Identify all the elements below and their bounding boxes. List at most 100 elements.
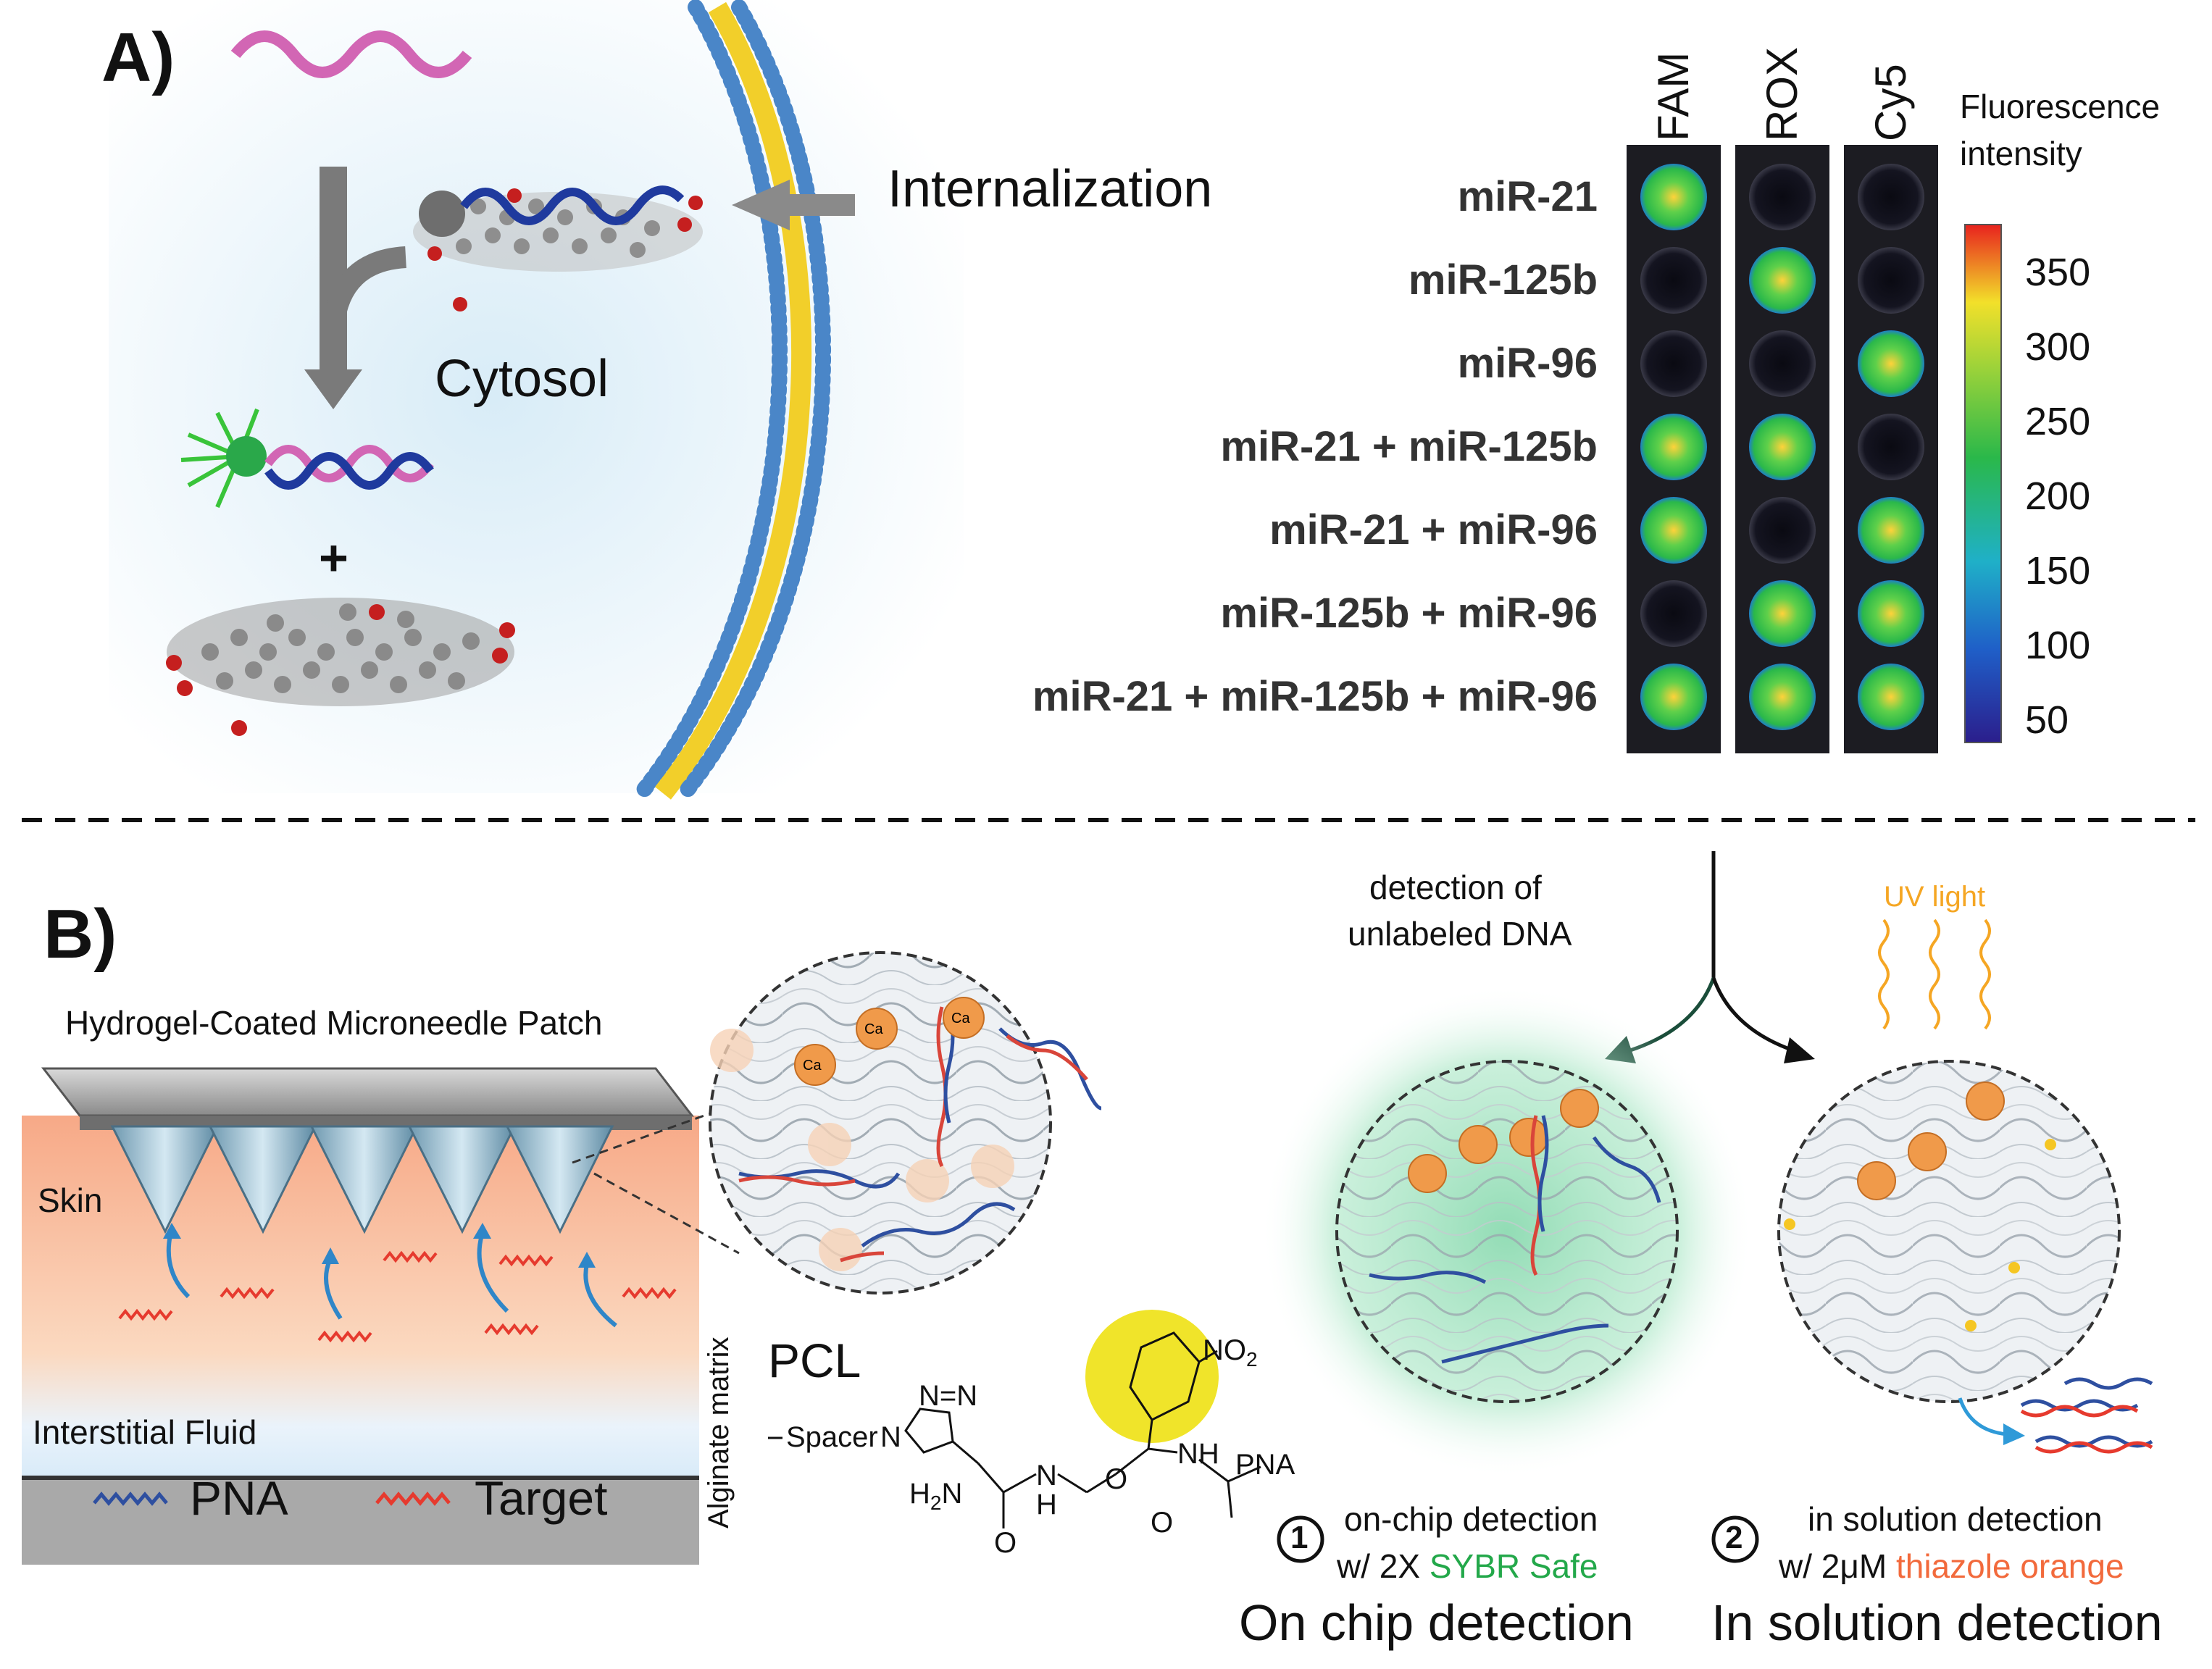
plate-well — [1858, 497, 1924, 564]
sample-row-label: miR-125b — [1408, 256, 1598, 304]
plate-well — [1858, 414, 1924, 480]
chem-spacer-label: Spacer — [786, 1421, 878, 1453]
uptake-arrowhead — [473, 1223, 491, 1239]
calcium-ion-label: Ca — [803, 1058, 822, 1074]
chem-h2n-h: H — [909, 1478, 930, 1510]
sample-row-label: miR-125b + miR-96 — [1220, 590, 1598, 637]
microneedles — [110, 1125, 614, 1234]
plate-well — [1858, 330, 1924, 397]
footer-in-solution: In solution detection — [1711, 1594, 2163, 1651]
cell-membrane-outer — [633, 0, 788, 801]
legend-target-label: Target — [475, 1471, 608, 1525]
dye-label-cy5: Cy5 — [1866, 64, 1915, 141]
chem-h2n-subscript: 2 — [930, 1492, 942, 1514]
chem-n1-label: N — [880, 1421, 901, 1453]
chem-no2-text: NO — [1203, 1334, 1246, 1366]
pcl-chemical-structure — [768, 1310, 1261, 1528]
calcium-ion-label: Ca — [864, 1021, 883, 1037]
chem-nh-label: NH — [1177, 1438, 1219, 1470]
step-2-line1: in solution detection — [1808, 1500, 2103, 1538]
chem-h2n-n: N — [941, 1478, 963, 1510]
cytosol-label: Cytosol — [435, 350, 609, 408]
branch-right-arrowhead — [1784, 1037, 1815, 1063]
uptake-arrows — [166, 1234, 617, 1328]
step-1-dye: SYBR Safe — [1429, 1547, 1598, 1585]
fluorescent-duplex-icon — [180, 408, 434, 509]
internalization-label: Internalization — [888, 160, 1213, 218]
legend-bar — [22, 1478, 699, 1565]
calcium-ion-label: Ca — [951, 1011, 970, 1026]
panel-b-letter: B) — [43, 895, 117, 973]
plate-well — [1640, 164, 1707, 230]
chem-o1-label: O — [994, 1527, 1017, 1559]
plate-well — [1858, 580, 1924, 647]
isf-label: Interstitial Fluid — [33, 1413, 257, 1451]
pathway-arrowhead — [304, 369, 362, 409]
plate-well — [1749, 664, 1816, 730]
chem-triazole-label: N=N — [919, 1380, 978, 1412]
sample-row-label: miR-21 — [1457, 173, 1598, 220]
fluorescence-plate — [1627, 145, 1938, 753]
plate-well — [1749, 580, 1816, 647]
sample-row-label: miR-96 — [1457, 340, 1598, 387]
internalization-arrow — [732, 180, 855, 230]
panel-b: Ca Ca Ca — [22, 851, 2153, 1565]
step-2-badge — [1711, 1515, 1759, 1563]
zoom-line — [593, 1172, 740, 1255]
colorbar-tick-label: 150 — [2025, 549, 2091, 593]
legend-pna-label: PNA — [190, 1471, 288, 1525]
colorbar-tick-label: 200 — [2025, 474, 2091, 518]
step-2-prefix: w/ 2μM — [1779, 1547, 1896, 1585]
plate-well — [1640, 247, 1707, 314]
microneedle-plate — [41, 1067, 695, 1117]
step-1-number: 1 — [1290, 1520, 1309, 1555]
plate-well — [1640, 414, 1707, 480]
cell-membrane-core — [655, 1, 811, 800]
plate-well — [1640, 497, 1707, 564]
colorbar-title-line2: intensity — [1960, 135, 2082, 172]
target-strands — [118, 1250, 677, 1343]
chem-no2-label: NO2 — [1203, 1334, 1258, 1371]
sample-row-label: miR-21 + miR-96 — [1269, 506, 1598, 553]
release-arrowhead — [2003, 1423, 2025, 1445]
uptake-arrowhead — [578, 1252, 596, 1268]
step-1-line1: on-chip detection — [1344, 1500, 1598, 1538]
plate-well — [1749, 247, 1816, 314]
panel-a-letter: A) — [101, 19, 175, 96]
uv-light-waves — [1878, 919, 1991, 1030]
photolabile-group-highlight — [1085, 1310, 1219, 1443]
step-1-line2: w/ 2X SYBR Safe — [1337, 1547, 1598, 1586]
plate-well — [1640, 580, 1707, 647]
colorbar-title-line1: Fluorescence — [1960, 88, 2161, 125]
plate-well — [1749, 164, 1816, 230]
detection-unlabeled-line1: detection of — [1369, 869, 1542, 906]
step-2-dye: thiazole orange — [1895, 1547, 2124, 1585]
legend-pna-swatch — [93, 1492, 168, 1506]
chem-h2n-label: H2N — [909, 1478, 962, 1515]
plate-well — [1749, 330, 1816, 397]
chem-n-label: N — [1036, 1460, 1057, 1492]
footer-on-chip: On chip detection — [1239, 1594, 1634, 1651]
sample-row-label: miR-21 + miR-125b + miR-96 — [1032, 673, 1598, 720]
step-2-number: 2 — [1725, 1520, 1743, 1555]
plate-well — [1858, 164, 1924, 230]
pcl-label: PCL — [768, 1334, 861, 1387]
colorbar — [1964, 224, 2002, 743]
detection-unlabeled-line2: unlabeled DNA — [1348, 915, 1572, 953]
chem-pna-label: PNA — [1235, 1449, 1295, 1481]
chem-no2-subscript: 2 — [1246, 1348, 1258, 1371]
pathway-branch — [322, 246, 407, 328]
graphene-probe-complex-icon — [413, 185, 703, 311]
dye-label-rox: ROX — [1758, 46, 1806, 141]
zoom-line — [572, 1107, 725, 1164]
colorbar-tick-label: 50 — [2025, 698, 2069, 742]
chem-o2-label: O — [1105, 1463, 1128, 1495]
release-arrow — [1958, 1397, 2008, 1436]
colorbar-tick-label: 250 — [2025, 400, 2091, 443]
plate-well — [1858, 664, 1924, 730]
probe-strand-icon — [230, 30, 472, 78]
plate-well — [1858, 247, 1924, 314]
plus-sign: + — [319, 530, 349, 586]
released-duplexes — [2020, 1377, 2153, 1454]
